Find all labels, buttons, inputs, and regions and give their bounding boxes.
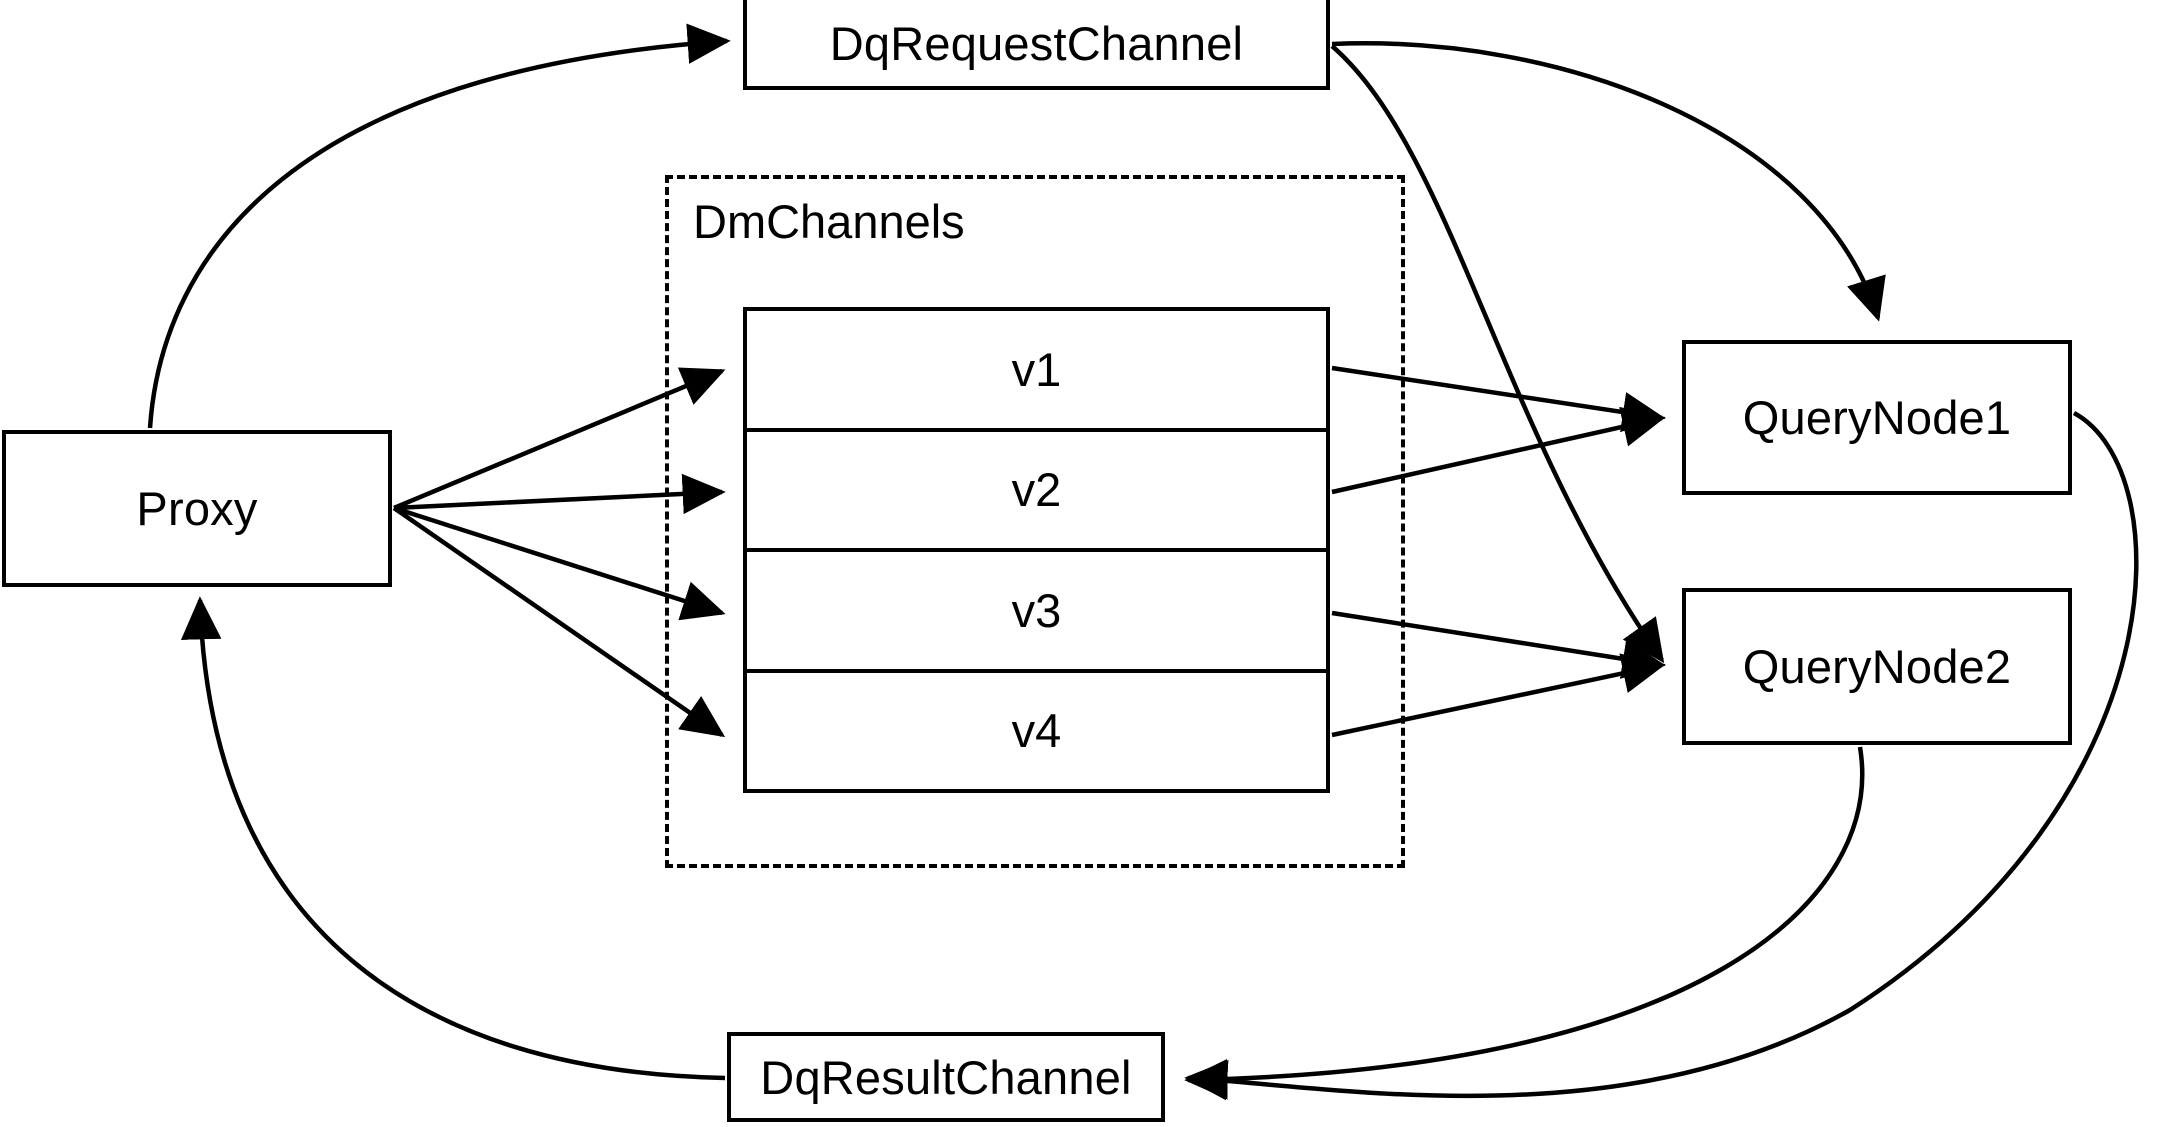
- node-dq-request-channel[interactable]: DqRequestChannel: [743, 0, 1330, 90]
- edge-v1-to-querynode1: [1331, 365, 1666, 433]
- group-dm-channels: [665, 175, 1405, 868]
- dm-channel-label-v1: v1: [1011, 342, 1062, 396]
- edge-v2-to-querynode1: [1331, 406, 1666, 495]
- dm-channel-row-v3[interactable]: v3: [747, 552, 1326, 673]
- dm-channel-row-v2[interactable]: v2: [747, 432, 1326, 552]
- dm-channel-label-v4: v4: [1011, 704, 1062, 758]
- node-query-node-1[interactable]: QueryNode1: [1682, 340, 2072, 495]
- dm-channel-row-v1[interactable]: v1: [747, 311, 1326, 432]
- dm-channel-row-v4[interactable]: v4: [747, 673, 1326, 790]
- dm-channels-table: v1 v2 v3 v4: [743, 307, 1330, 793]
- edge-querynode2-to-dqresultchannel: [1184, 746, 1865, 1100]
- group-dm-channels-label: DmChannels: [693, 195, 965, 248]
- node-query-node-2-label: QueryNode2: [1742, 640, 2012, 693]
- node-proxy[interactable]: Proxy: [2, 430, 392, 587]
- edge-dqresultchannel-to-proxy: [180, 596, 726, 1081]
- node-query-node-2[interactable]: QueryNode2: [1682, 588, 2072, 745]
- dm-channel-label-v2: v2: [1011, 463, 1062, 517]
- dm-channel-label-v3: v3: [1011, 583, 1062, 637]
- node-dq-result-channel-label: DqResultChannel: [760, 1050, 1132, 1104]
- node-proxy-label: Proxy: [136, 482, 258, 535]
- edge-proxy-to-dqrequestchannel: [147, 23, 731, 429]
- edge-querynode1-to-dqresultchannel: [1184, 411, 2139, 1101]
- node-dq-request-channel-label: DqRequestChannel: [829, 16, 1244, 70]
- edge-v3-to-querynode2: [1331, 610, 1666, 679]
- edge-dqrequestchannel-to-querynode2: [1330, 44, 1665, 664]
- edge-v4-to-querynode2: [1331, 653, 1666, 738]
- node-query-node-1-label: QueryNode1: [1742, 391, 2012, 444]
- node-dq-result-channel[interactable]: DqResultChannel: [727, 1032, 1165, 1122]
- edge-dqrequestchannel-to-querynode1: [1331, 41, 1886, 322]
